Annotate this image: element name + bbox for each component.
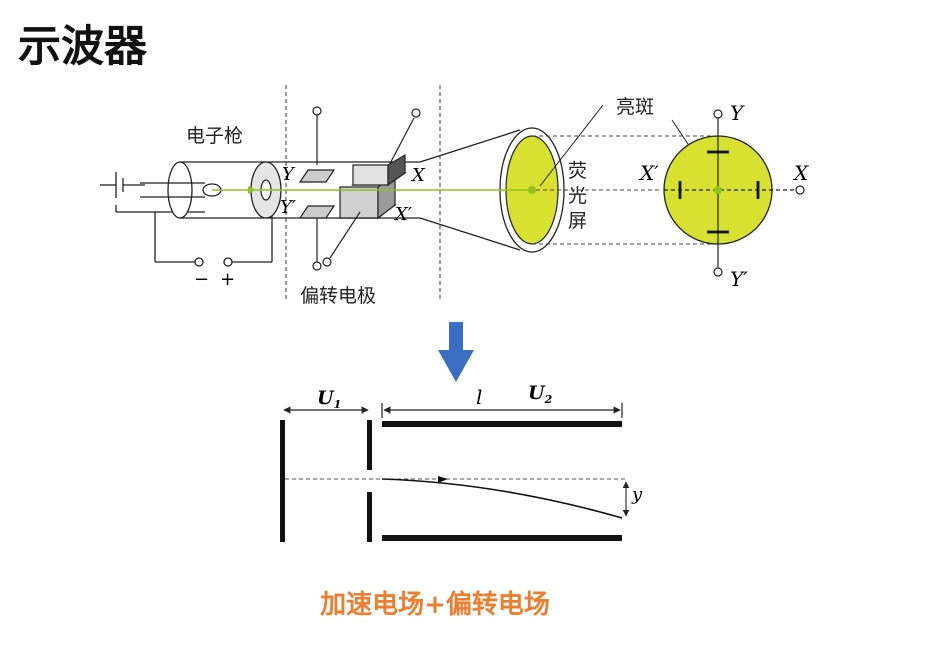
bright-spot-leader-1 [539,104,604,187]
u1-label: U1 [317,387,341,411]
u2-label: U2 [528,382,553,406]
displacement-y-label: y [631,484,643,505]
plate-x-prime-label: X′ [393,204,412,225]
x-plates [322,108,421,267]
deflection-plate-lower [382,535,622,541]
accelerating-plate-right-upper [367,420,372,470]
plate-x-label: X [410,165,426,186]
plate-y-prime-label: Y′ [280,197,296,218]
deflection-electrodes-label: 偏转电极 [300,285,376,307]
bright-spot-label: 亮斑 [616,96,654,118]
screen-center-dot [714,186,722,194]
length-l-label: l [476,385,482,409]
minus-label: − [194,269,209,290]
beam-arrow [248,186,256,194]
page-title: 示波器 [18,22,147,72]
projection-lines [532,135,718,245]
gun-circuit [100,172,273,267]
axis-x-prime-label: X′ [638,161,659,185]
plate-y-label: Y [282,164,296,185]
plus-label: + [220,269,235,290]
y-plates [298,106,336,271]
deflection-plate-upper [382,421,622,427]
screen-label-3: 屏 [568,210,587,232]
axis-y-prime-label: Y′ [730,267,748,291]
accelerating-plate-left [280,420,285,542]
electron-trajectory [381,478,623,519]
accelerating-plate-right-lower [367,492,372,542]
screen-label-2: 光 [568,185,587,207]
trajectory-arrow [438,476,448,483]
caption: 加速电场+偏转电场 [320,590,550,620]
electron-gun-cylinder [140,161,266,219]
screen-label-1: 荧 [568,160,587,182]
axis-y-label: Y [730,101,745,125]
screen-tick-marks [678,150,760,234]
electron-gun-label: 电子枪 [186,125,243,147]
down-arrow-icon [438,322,474,382]
axis-x-label: X [792,161,809,185]
